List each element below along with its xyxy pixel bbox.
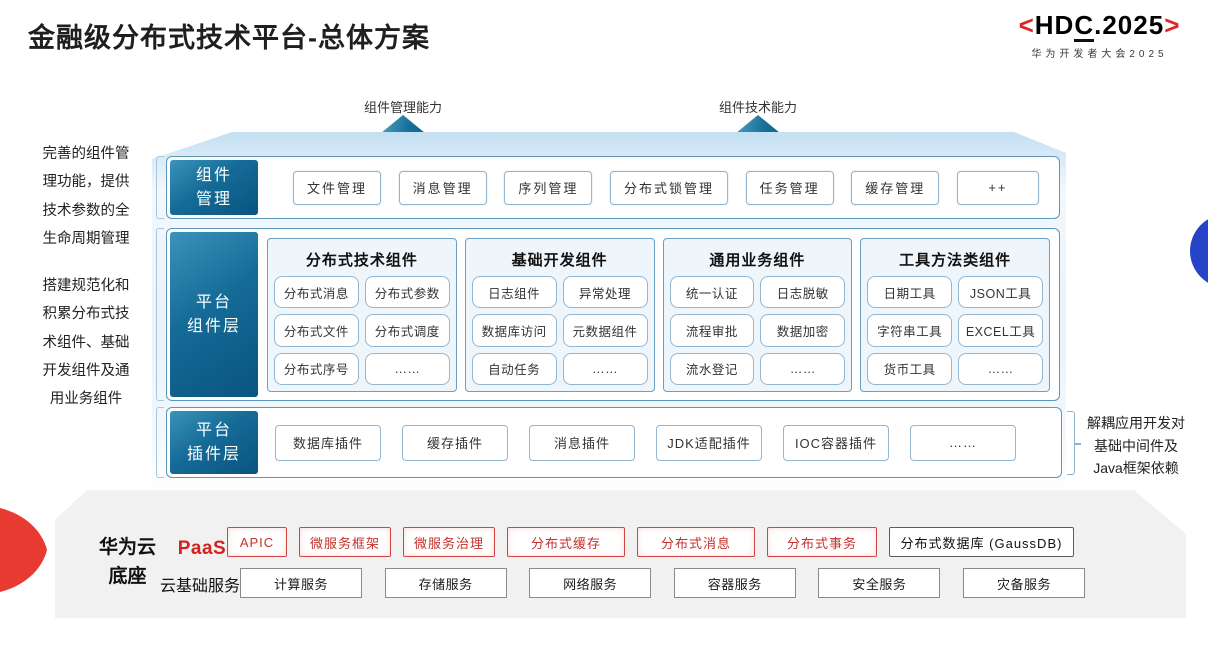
column-header: 分布式技术组件 [305,252,418,269]
column-common-business: 通用业务组件 统一认证 日志脱敏 流程审批 数据加密 流水登记 …… [662,238,853,392]
paas-item: 分布式事务 [767,527,877,557]
paas-item: 分布式消息 [637,527,755,557]
column-distributed-tech: 分布式技术组件 分布式消息 分布式参数 分布式文件 分布式调度 分布式序号 …… [267,238,457,392]
component-item: …… [364,352,450,385]
plugin-item: IOC容器插件 [783,424,889,461]
component-item: 自动任务 [471,352,557,385]
management-item: 序列管理 [504,170,593,205]
cloud-service-item: 计算服务 [240,568,362,598]
component-item: 分布式参数 [364,276,450,309]
cloud-service-item: 灾备服务 [963,568,1085,598]
left-bracket-row2 [156,228,164,401]
management-items: 文件管理 消息管理 序列管理 分布式锁管理 任务管理 缓存管理 ++ [293,157,1039,218]
row-component-management: 组件 管理 文件管理 消息管理 序列管理 分布式锁管理 任务管理 缓存管理 ++ [166,156,1060,219]
plugin-items: 数据库插件 缓存插件 消息插件 JDK适配插件 IOC容器插件 …… [275,408,1016,477]
management-item: 文件管理 [293,170,382,205]
paas-label: PaaS [177,538,227,559]
left-bracket-row1 [156,156,164,219]
huawei-cloud-foundation: 华为云 底座 PaaS 云基础服务 APIC 微服务框架 微服务治理 分布式缓存… [55,490,1186,618]
component-item: 数据加密 [760,314,846,347]
paas-item: 分布式缓存 [507,527,625,557]
cloud-service-item: 存储服务 [385,568,507,598]
logo-text-c-underlined: C [1074,11,1095,43]
component-item: …… [958,352,1043,385]
management-item: 缓存管理 [851,170,940,205]
component-item: 元数据组件 [562,314,648,347]
component-item: 分布式调度 [364,314,450,347]
plugin-item: …… [910,424,1016,461]
left-bracket-row3 [156,407,164,478]
logo-right-angle: > [1164,10,1181,40]
cloud-service-item: 容器服务 [674,568,796,598]
component-item: 数据库访问 [471,314,557,347]
plugin-item: 缓存插件 [402,424,508,461]
component-item: 货币工具 [867,352,953,385]
row-platform-plugins: 平台 插件层 数据库插件 缓存插件 消息插件 JDK适配插件 IOC容器插件 …… [166,407,1062,478]
column-grid: 统一认证 日志脱敏 流程审批 数据加密 流水登记 …… [669,276,846,385]
paas-items: APIC 微服务框架 微服务治理 分布式缓存 分布式消息 分布式事务 分布式数据… [227,527,1074,557]
component-item: JSON工具 [958,276,1043,309]
plugin-item: 数据库插件 [275,424,381,461]
cloud-service-item: 网络服务 [529,568,651,598]
column-header: 工具方法类组件 [899,252,1012,269]
arrow-label-tech-capability: 组件技术能力 [718,100,797,115]
component-item: 日期工具 [867,276,953,309]
logo-left-angle: < [1018,10,1035,40]
hdc-logo-subtitle: 华为开发者大会2025 [1031,49,1168,61]
management-item: 分布式锁管理 [609,170,728,205]
component-item: …… [562,352,648,385]
blue-circle-decoration [1190,214,1208,288]
component-item: 流程审批 [669,314,755,347]
paas-item: 微服务框架 [299,527,391,557]
component-item: EXCEL工具 [958,314,1043,347]
row-platform-components: 平台 组件层 分布式技术组件 分布式消息 分布式参数 分布式文件 分布式调度 分… [166,228,1060,401]
component-columns: 分布式技术组件 分布式消息 分布式参数 分布式文件 分布式调度 分布式序号 ……… [267,238,1050,392]
paas-item-gaussdb: 分布式数据库 (GaussDB) [889,527,1074,557]
paas-item: 微服务治理 [403,527,495,557]
right-bracket [1067,411,1081,475]
logo-text-pre: HD [1034,10,1075,40]
component-item: 分布式序号 [274,352,359,385]
column-utility-tools: 工具方法类组件 日期工具 JSON工具 字符串工具 EXCEL工具 货币工具 …… [860,238,1050,392]
component-item: 分布式文件 [274,314,359,347]
logo-text-post: .2025 [1094,10,1165,40]
annotation-management: 完善的组件管 理功能，提供 技术参数的全 生命周期管理 [42,146,130,247]
red-wedge-arrow-icon [0,508,47,592]
component-item: 统一认证 [669,276,755,309]
management-item: 任务管理 [745,170,834,205]
component-item: 分布式消息 [274,276,359,309]
right-bracket-tick [1074,443,1081,445]
column-grid: 日志组件 异常处理 数据库访问 元数据组件 自动任务 …… [471,276,648,385]
cloud-service-items: 计算服务 存储服务 网络服务 容器服务 安全服务 灾备服务 [240,568,1085,598]
paas-item: APIC [227,527,287,557]
foundation-label: 华为云 底座 [98,537,156,587]
column-header: 基础开发组件 [511,252,608,269]
component-item: 字符串工具 [867,314,953,347]
management-item: ++ [956,170,1039,205]
management-item: 消息管理 [398,170,487,205]
column-header: 通用业务组件 [709,252,806,269]
row-label-component-management: 组件 管理 [170,160,258,215]
component-item: 日志组件 [471,276,557,309]
component-item: 异常处理 [562,276,648,309]
arrow-label-management-capability: 组件管理能力 [363,100,442,115]
column-grid: 日期工具 JSON工具 字符串工具 EXCEL工具 货币工具 …… [867,276,1043,385]
component-item: 日志脱敏 [760,276,846,309]
row-label-platform-plugins: 平台 插件层 [170,411,258,474]
cloud-services-label: 云基础服务 [159,578,240,595]
annotation-plugins: 解耦应用开发对 基础中间件及 Java框架依赖 [1087,415,1185,477]
annotation-components: 搭建规范化和 积累分布式技 术组件、基础 开发组件及通 用业务组件 [42,278,130,408]
column-grid: 分布式消息 分布式参数 分布式文件 分布式调度 分布式序号 …… [274,276,450,385]
component-item: 流水登记 [669,352,755,385]
page-title: 金融级分布式技术平台-总体方案 [28,23,430,53]
column-basic-dev: 基础开发组件 日志组件 异常处理 数据库访问 元数据组件 自动任务 …… [464,238,655,392]
component-item: …… [760,352,846,385]
row-label-platform-components: 平台 组件层 [170,232,258,397]
plugin-item: JDK适配插件 [656,424,762,461]
cloud-service-item: 安全服务 [818,568,940,598]
plugin-item: 消息插件 [529,424,635,461]
